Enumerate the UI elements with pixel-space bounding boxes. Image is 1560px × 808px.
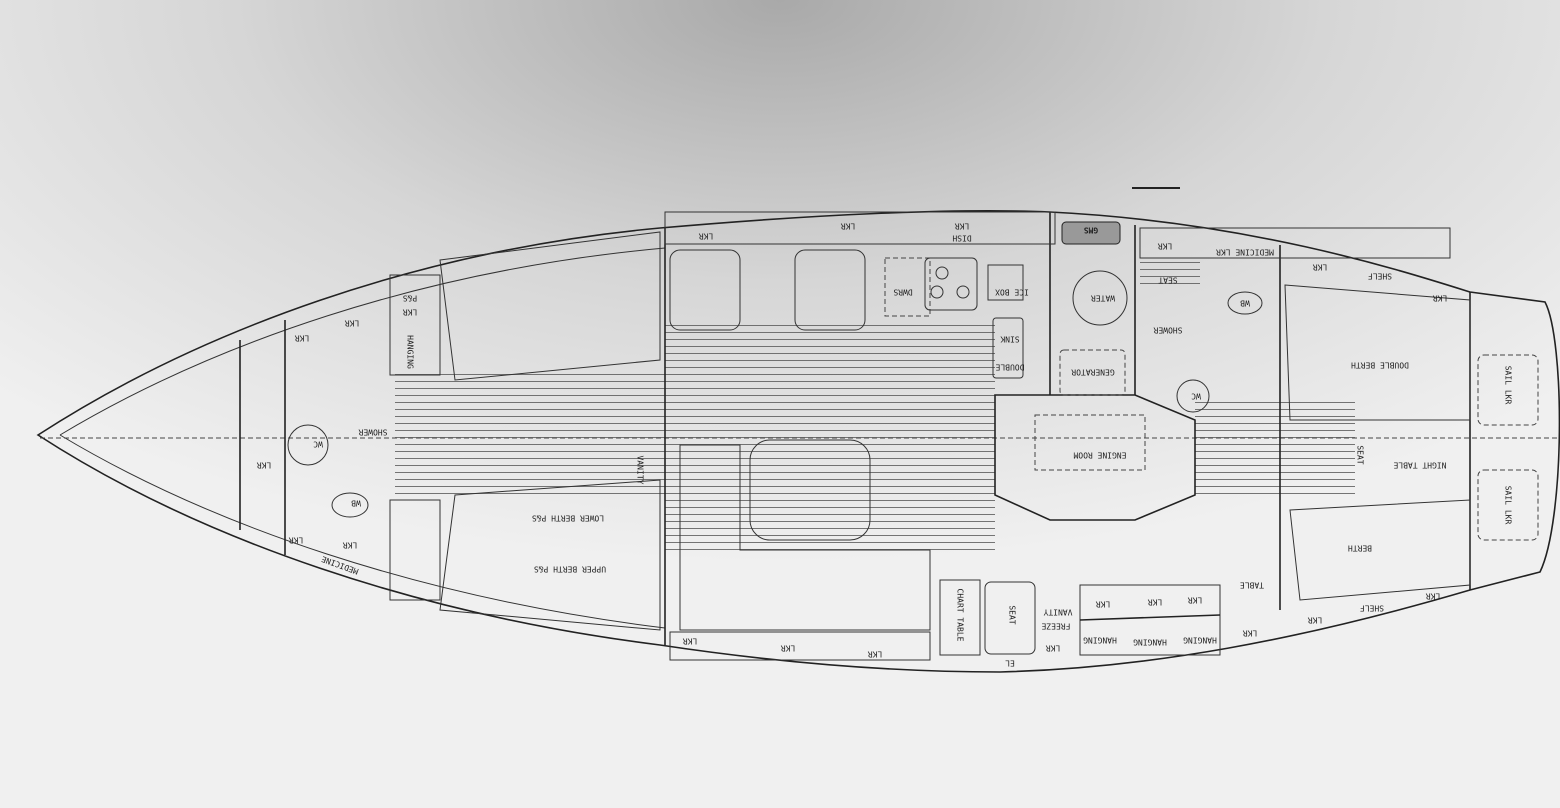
room-label: LKR — [345, 319, 360, 328]
room-label: DWRS — [893, 288, 912, 297]
room-label: LKR — [403, 308, 418, 317]
room-label: LKR — [868, 650, 883, 659]
hull-outline — [36, 209, 1560, 673]
aft-cabin-floor — [1195, 400, 1355, 500]
room-label: SHELF — [1360, 604, 1384, 613]
room-label: LKR — [699, 232, 714, 241]
stove — [924, 257, 978, 311]
room-labels: LKR LKR LKR P&S HANGING SHOWER WC WB LKR LKR LKR ME… — [257, 222, 1513, 668]
room-label: LKR — [1426, 592, 1441, 601]
room-label: WB — [351, 499, 361, 508]
room-label: HANGING — [1133, 638, 1167, 647]
room-label: WATER — [1091, 294, 1115, 303]
room-label: LKR — [841, 222, 856, 231]
room-label: LOWER BERTH P&S — [532, 514, 604, 523]
room-label: P&S — [403, 294, 418, 303]
forward-washbasin — [331, 492, 369, 518]
room-label: MEDICINE LKR — [1216, 248, 1274, 257]
room-label: SHOWER — [1153, 326, 1182, 335]
room-label: HANGING — [1183, 636, 1217, 645]
room-label: SAIL LKR — [1504, 486, 1513, 525]
room-label: LKR — [1096, 600, 1111, 609]
aft-toilet — [1176, 379, 1210, 413]
room-label: LKR — [343, 541, 358, 550]
room-label: LKR — [1313, 263, 1328, 272]
room-label: GENERATOR — [1071, 368, 1115, 377]
room-label: NIGHT TABLE — [1393, 461, 1446, 470]
room-label: WC — [1191, 392, 1201, 401]
room-label: DOUBLE — [995, 363, 1024, 372]
room-label: CHART TABLE — [956, 589, 965, 642]
saloon-chair — [794, 249, 866, 331]
room-label: EL — [1005, 659, 1015, 668]
room-label: VANITY — [636, 456, 645, 485]
room-label: SHELF — [1368, 272, 1392, 281]
room-label: LKR — [1148, 598, 1163, 607]
room-label: SAIL LKR — [1504, 366, 1513, 405]
forward-toilet — [287, 424, 329, 466]
room-label: SEAT — [1008, 605, 1017, 624]
room-label: LKR — [955, 222, 970, 231]
water-tank — [1072, 270, 1128, 326]
double-sink — [992, 317, 1024, 379]
room-label: UPPER BERTH P&S — [534, 565, 606, 574]
aft-washbasin — [1227, 291, 1263, 315]
saloon-floor — [665, 320, 995, 550]
room-label: WB — [1240, 299, 1250, 308]
forward-cabin-floor — [395, 370, 665, 500]
room-label: LKR — [1243, 629, 1258, 638]
room-label: LKR — [1308, 616, 1323, 625]
cabin-furniture — [287, 211, 1539, 661]
saloon-table — [749, 439, 871, 541]
room-label: LKR — [1158, 242, 1173, 251]
saloon-chair — [669, 249, 741, 331]
seat-grating — [1140, 258, 1200, 288]
room-label: DISH — [952, 234, 971, 243]
room-label: SINK — [1000, 335, 1019, 344]
room-label: DOUBLE BERTH — [1351, 361, 1409, 370]
room-label: HANGING — [406, 335, 415, 369]
gms-stamp-logo: GMS — [1061, 221, 1121, 245]
room-label: WC — [313, 440, 323, 449]
room-label: VANITY — [1043, 608, 1072, 617]
room-label: LKR — [1433, 294, 1448, 303]
room-label: HANGING — [1083, 636, 1117, 645]
room-label: LKR — [1188, 596, 1203, 605]
room-label: LKR — [781, 644, 796, 653]
room-label: SEAT — [1158, 276, 1177, 285]
room-label: LKR — [289, 536, 304, 545]
room-label: LKR — [257, 461, 272, 470]
room-label: SHOWER — [358, 428, 387, 437]
room-label: ICE BOX — [995, 288, 1029, 297]
room-label: LKR — [1046, 644, 1061, 653]
svg-text:GMS: GMS — [1084, 226, 1099, 235]
room-label: LKR — [683, 637, 698, 646]
room-label: ENGINE ROOM — [1073, 451, 1126, 460]
room-label: SEAT — [1356, 445, 1365, 464]
room-label: FREEZE — [1041, 622, 1070, 631]
room-label: TABLE — [1240, 581, 1264, 590]
room-label: BERTH — [1348, 544, 1372, 553]
inner-hull-line — [59, 247, 666, 629]
room-label: LKR — [295, 334, 310, 343]
